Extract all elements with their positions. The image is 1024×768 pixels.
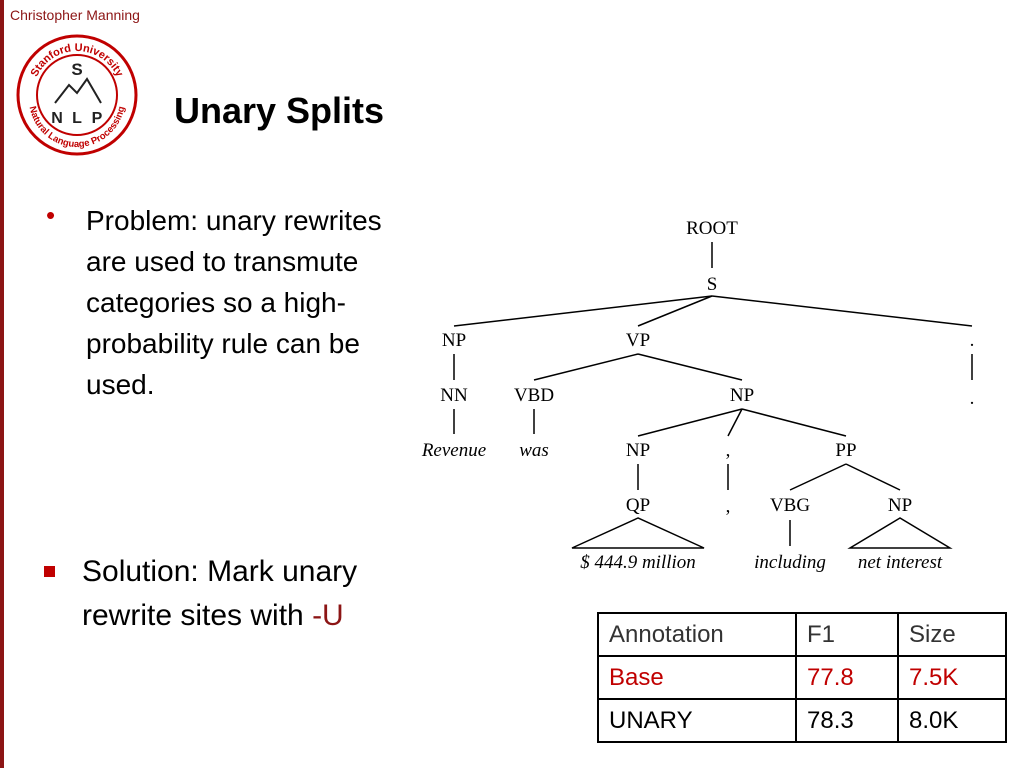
table-cell: 78.3 <box>795 698 899 743</box>
table-cell: 7.5K <box>897 655 1007 700</box>
table-cell: 8.0K <box>897 698 1007 743</box>
results-table: Annotation F1 Size Base 77.8 7.5K UNARY … <box>597 612 1007 743</box>
tree-node-np3: NP <box>626 440 650 461</box>
svg-text:N: N <box>51 110 63 127</box>
table-cell: UNARY <box>597 698 797 743</box>
bullet-solution-text: Solution: Mark unary rewrite sites with … <box>82 550 382 638</box>
bullet-solution-highlight: -U <box>312 599 344 632</box>
author-name: Christopher Manning <box>10 7 140 23</box>
tree-node-vp: VP <box>626 330 650 351</box>
table-header-cell: Size <box>897 612 1007 657</box>
parse-tree: ROOT S NP VP . NN VBD NP . Revenue was N… <box>421 218 975 573</box>
tree-node-nn: NN <box>440 385 468 406</box>
table-cell: Base <box>597 655 797 700</box>
bullet-dot-icon: • <box>46 200 56 230</box>
bullet-solution-main: Solution: Mark unary rewrite sites with <box>82 555 358 632</box>
slide-title: Unary Splits <box>174 90 385 131</box>
tree-node-np2: NP <box>730 385 754 406</box>
table-header-cell: Annotation <box>597 612 797 657</box>
svg-text:L: L <box>72 110 82 127</box>
table-row: Base 77.8 7.5K <box>597 655 1007 700</box>
tree-leaf-comma: , <box>726 496 731 517</box>
tree-leaf-net-interest: net interest <box>858 552 943 573</box>
tree-leaf-period: . <box>970 388 975 409</box>
tree-node-np4: NP <box>888 495 912 516</box>
bullet-square-icon <box>44 566 55 577</box>
tree-node-pp: PP <box>835 440 856 461</box>
tree-node-vbd: VBD <box>514 385 554 406</box>
bullet-problem-text: Problem: unary rewrites are used to tran… <box>86 205 382 400</box>
svg-text:S: S <box>71 60 82 79</box>
svg-text:P: P <box>92 110 103 127</box>
tree-leaf-was: was <box>519 440 549 461</box>
tree-node-qp: QP <box>626 495 650 516</box>
table-header-row: Annotation F1 Size <box>597 612 1007 657</box>
tree-node-s: S <box>707 274 718 295</box>
tree-leaf-revenue: Revenue <box>421 440 486 461</box>
tree-node-vbg: VBG <box>770 495 810 516</box>
table-header-cell: F1 <box>795 612 899 657</box>
tree-leaf-including: including <box>754 552 826 573</box>
stanford-nlp-logo-icon: Stanford University Natural Language Pro… <box>16 34 138 156</box>
table-row: UNARY 78.3 8.0K <box>597 698 1007 743</box>
tree-node-np: NP <box>442 330 466 351</box>
left-accent-bar <box>0 0 4 768</box>
tree-node-root: ROOT <box>686 218 738 239</box>
tree-node-period-pos: . <box>970 330 975 351</box>
tree-leaf-million: $ 444.9 million <box>580 552 696 573</box>
table-cell: 77.8 <box>795 655 899 700</box>
tree-node-comma-pos: , <box>726 440 731 461</box>
